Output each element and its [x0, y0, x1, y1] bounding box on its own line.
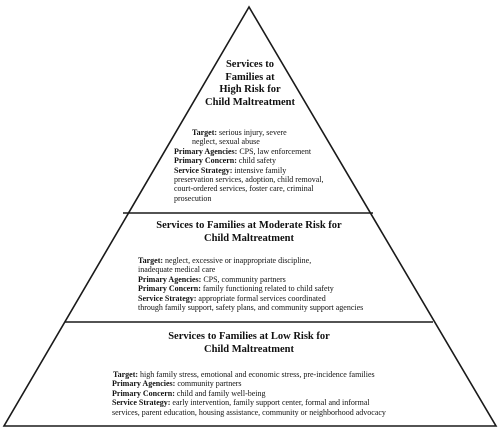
tier-low-details: Target: high family stress, emotional an… [108, 370, 386, 417]
agencies-value: community partners [177, 379, 242, 389]
target-label: Target: [192, 128, 218, 137]
target-label: Target: [113, 370, 139, 379]
agencies-row: Primary Agencies: CPS, community partner… [138, 275, 363, 284]
tier-low-title: Services to Families at Low Risk for Chi… [120, 331, 378, 356]
concern-row: Primary Concern: child safety [174, 156, 324, 165]
target-label: Target: [138, 256, 164, 265]
tier-high-title: Services to Families at High Risk for Ch… [175, 59, 325, 109]
strategy-label: Service Strategy: [174, 165, 233, 175]
tier-low-title-line: Services to Families at Low Risk for [168, 331, 330, 342]
target-value-cont: neglect, sexual abuse [192, 137, 260, 147]
strategy-value: early intervention, family support cente… [172, 398, 370, 408]
concern-value: child safety [238, 156, 276, 166]
strategy-row: Service Strategy: intensive family [174, 166, 324, 175]
tier-high-details: Target: serious injury, severe neglect, … [174, 128, 324, 203]
strategy-value-cont: preservation services, adoption, child r… [174, 175, 324, 185]
tier-high-title-line: Child Maltreatment [205, 96, 295, 108]
concern-value: family functioning related to child safe… [202, 284, 334, 294]
tier-moderate-title-line: Child Maltreatment [204, 232, 294, 244]
agencies-row: Primary Agencies: community partners [108, 379, 386, 388]
strategy-label: Service Strategy: [138, 293, 197, 303]
target-row: Target: serious injury, severe [174, 128, 324, 137]
strategy-label: Service Strategy: [112, 398, 171, 408]
tier-moderate-title: Services to Families at Moderate Risk fo… [120, 220, 378, 245]
agencies-label: Primary Agencies: [112, 379, 176, 389]
strategy-value-cont: court-ordered services, foster care, cri… [174, 184, 314, 194]
target-value: serious injury, severe [219, 128, 287, 137]
strategy-value-cont: through family support, safety plans, an… [138, 303, 364, 313]
concern-value: child and family well-being [176, 388, 266, 398]
tier-moderate-title-line: Services to Families at Moderate Risk fo… [156, 220, 342, 231]
concern-row: Primary Concern: family functioning rela… [138, 284, 363, 293]
strategy-row: Service Strategy: early intervention, fa… [108, 398, 386, 407]
tier-high-title-line: Services to [225, 59, 275, 70]
tier-high-title-line: Families at [225, 71, 275, 83]
agencies-value: CPS, community partners [203, 274, 286, 284]
strategy-value: intensive family [234, 165, 287, 175]
strategy-value: appropriate formal services coordinated [198, 293, 326, 303]
target-value: neglect, excessive or inappropriate disc… [165, 256, 312, 265]
agencies-label: Primary Agencies: [174, 146, 238, 156]
tier-moderate-details: Target: neglect, excessive or inappropri… [138, 256, 363, 312]
target-value: high family stress, emotional and econom… [140, 370, 375, 379]
agencies-label: Primary Agencies: [138, 274, 202, 284]
target-row: Target: neglect, excessive or inappropri… [138, 256, 363, 265]
concern-label: Primary Concern: [138, 284, 201, 294]
strategy-row: Service Strategy: appropriate formal ser… [138, 294, 363, 303]
strategy-value-cont: services, parent education, housing assi… [112, 407, 386, 417]
agencies-value: CPS, law enforcement [239, 146, 312, 156]
concern-label: Primary Concern: [174, 156, 237, 166]
tier-high-title-line: High Risk for [219, 84, 281, 95]
tier-low-title-line: Child Maltreatment [204, 343, 294, 355]
concern-row: Primary Concern: child and family well-b… [108, 389, 386, 398]
concern-label: Primary Concern: [112, 388, 175, 398]
strategy-value-cont: prosecution [174, 193, 212, 203]
target-row: Target: high family stress, emotional an… [108, 370, 386, 379]
target-value-cont: inadequate medical care [138, 265, 216, 275]
agencies-row: Primary Agencies: CPS, law enforcement [174, 147, 324, 156]
